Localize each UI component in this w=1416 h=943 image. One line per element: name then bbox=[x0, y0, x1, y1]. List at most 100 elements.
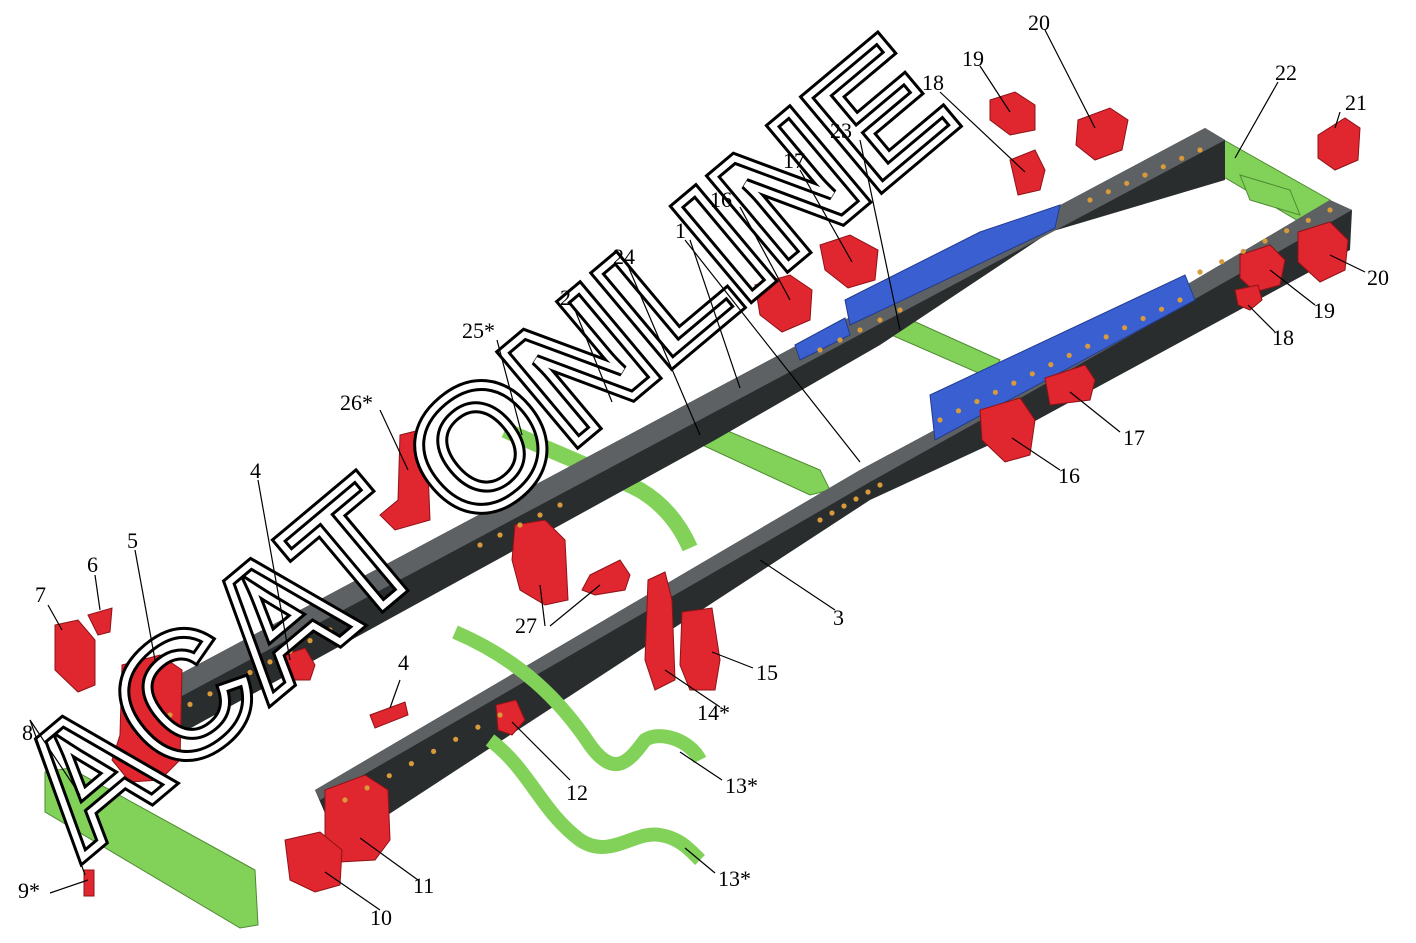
label-15: 15 bbox=[756, 660, 778, 685]
bracket-12 bbox=[495, 699, 526, 736]
bolt bbox=[1140, 315, 1146, 322]
bracket-7 bbox=[54, 619, 96, 693]
spring-13-upper bbox=[452, 625, 707, 772]
bolt bbox=[227, 680, 233, 686]
bolt bbox=[497, 712, 503, 718]
label-22: 22 bbox=[1275, 60, 1297, 85]
bolt bbox=[877, 482, 883, 488]
label-26: 26* bbox=[340, 390, 373, 415]
springs bbox=[452, 625, 707, 865]
bracket-20-lower bbox=[1297, 221, 1349, 283]
bolt bbox=[187, 701, 193, 708]
bolt bbox=[937, 417, 943, 423]
bolt bbox=[1327, 207, 1333, 213]
bracket-16-upper bbox=[754, 274, 813, 333]
bolt bbox=[1158, 306, 1165, 312]
bolt bbox=[431, 748, 437, 755]
bracket-10 bbox=[284, 831, 343, 893]
label-27: 27 bbox=[515, 613, 537, 638]
bolt bbox=[992, 389, 999, 395]
bracket-19-upper bbox=[989, 91, 1036, 136]
bolt bbox=[1284, 228, 1290, 234]
label-17-lower: 17 bbox=[1123, 425, 1145, 450]
label-13-upper: 13* bbox=[725, 773, 758, 798]
bolt bbox=[955, 408, 962, 414]
label-17-upper: 17 bbox=[783, 148, 805, 173]
bolt-holes bbox=[167, 147, 1333, 803]
bolt bbox=[857, 327, 863, 333]
bolt bbox=[327, 627, 333, 633]
label-9: 9* bbox=[18, 878, 40, 903]
bracket-4-upper bbox=[284, 647, 316, 681]
bolt bbox=[1305, 217, 1311, 223]
bracket-18-lower bbox=[1234, 284, 1263, 311]
label-25: 25* bbox=[462, 318, 495, 343]
reinforcement-plate-23 bbox=[844, 204, 1061, 326]
bolt bbox=[829, 510, 835, 516]
brackets bbox=[54, 91, 1361, 897]
bolt bbox=[1219, 259, 1225, 265]
label-18-upper: 18 bbox=[922, 70, 944, 95]
bolt bbox=[557, 502, 563, 508]
bolt bbox=[974, 398, 980, 405]
bracket-27-b bbox=[581, 559, 631, 596]
label-19-lower: 19 bbox=[1313, 298, 1335, 323]
bolt bbox=[853, 496, 859, 502]
label-20-upper: 20 bbox=[1028, 10, 1050, 35]
rear-crossmember-22-end bbox=[1239, 174, 1301, 216]
label-16-upper: 16 bbox=[710, 187, 732, 212]
label-5: 5 bbox=[127, 528, 138, 553]
bolt bbox=[247, 669, 253, 676]
bolt bbox=[1262, 238, 1268, 244]
bolt bbox=[342, 797, 348, 803]
label-7: 7 bbox=[35, 582, 46, 607]
label-13-lower: 13* bbox=[718, 866, 751, 891]
bolt bbox=[497, 532, 503, 538]
bracket-27-a bbox=[511, 519, 569, 606]
bracket-14 bbox=[644, 571, 676, 691]
bolt bbox=[207, 691, 213, 697]
bolt bbox=[517, 522, 523, 528]
bracket-20-upper bbox=[1075, 107, 1129, 161]
bracket-5 bbox=[111, 654, 183, 783]
label-24: 24 bbox=[613, 244, 635, 269]
bolt bbox=[1179, 155, 1185, 161]
bolt bbox=[877, 317, 883, 323]
spring-13-lower bbox=[485, 734, 705, 865]
bolt bbox=[477, 542, 483, 548]
bolt bbox=[267, 659, 273, 665]
bracket-6 bbox=[87, 607, 113, 636]
bolt bbox=[865, 489, 871, 495]
bolt bbox=[817, 347, 823, 353]
label-6: 6 bbox=[87, 552, 98, 577]
label-1: 1 bbox=[675, 218, 686, 243]
bolt bbox=[307, 638, 313, 644]
bolt bbox=[1011, 380, 1017, 386]
callout-labels: 1 2 3 4 4 5 6 7 8 9* 10 11 12 13* 13* 14… bbox=[18, 10, 1389, 930]
bracket-19-lower bbox=[1239, 244, 1286, 293]
bolt bbox=[1105, 189, 1111, 195]
bolt bbox=[1085, 343, 1091, 349]
bolt bbox=[1197, 269, 1203, 275]
label-16-lower: 16 bbox=[1058, 463, 1080, 488]
bolt bbox=[364, 785, 370, 791]
bolt bbox=[1177, 297, 1183, 303]
label-3: 3 bbox=[833, 605, 844, 630]
pin-9 bbox=[83, 869, 95, 897]
leader-lines bbox=[29, 29, 1366, 911]
bolt bbox=[1124, 180, 1130, 186]
bolt bbox=[1029, 371, 1035, 377]
front-crossmember-8 bbox=[44, 767, 259, 929]
bolt bbox=[1240, 248, 1246, 254]
label-23: 23 bbox=[830, 118, 852, 143]
label-18-lower: 18 bbox=[1272, 325, 1294, 350]
bracket-17-lower bbox=[1044, 364, 1096, 406]
bracket-26 bbox=[379, 429, 431, 531]
label-21: 21 bbox=[1345, 90, 1367, 115]
bolt bbox=[1066, 352, 1072, 358]
bolt bbox=[167, 712, 173, 718]
bolt bbox=[837, 337, 843, 343]
bolt bbox=[1087, 197, 1093, 203]
label-2: 2 bbox=[560, 285, 571, 310]
